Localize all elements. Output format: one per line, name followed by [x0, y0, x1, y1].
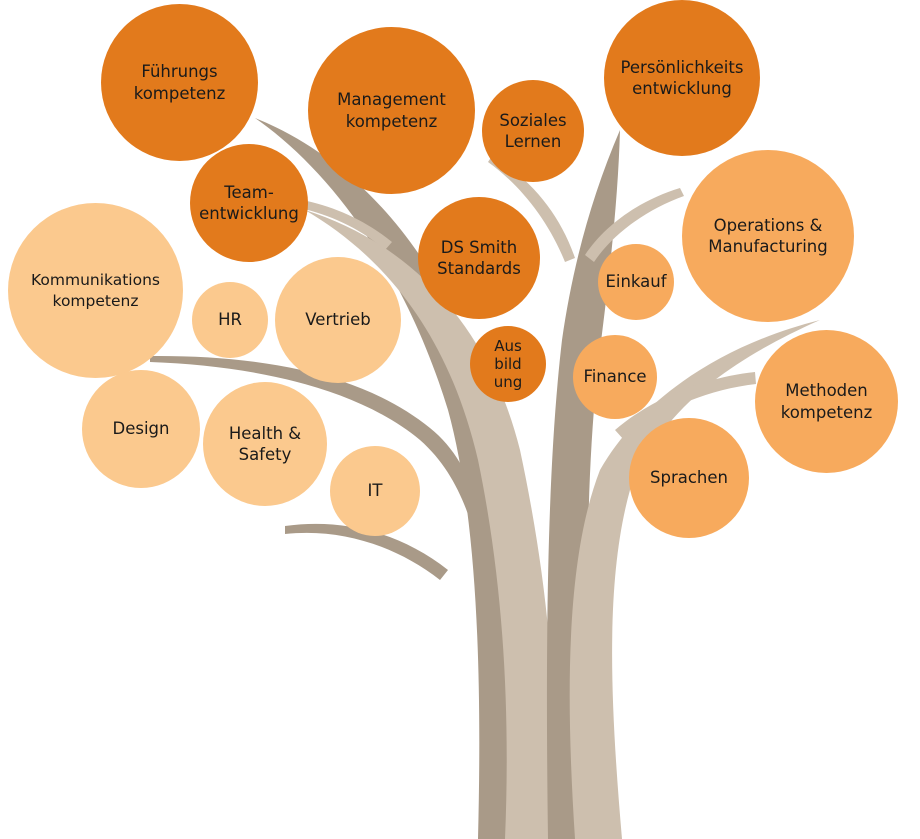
branch-einkauf: [585, 188, 684, 262]
bubble-label: Finance: [583, 367, 647, 387]
bubble-label: Aus bild ung: [493, 337, 523, 391]
bubble-fuehrungskompetenz: Führungs kompetenz: [101, 4, 258, 161]
bubble-label: Soziales Lernen: [499, 110, 567, 151]
bubble-teamentwicklung: Team- entwicklung: [190, 144, 308, 262]
bubble-operations-manufacturing: Operations & Manufacturing: [682, 150, 854, 322]
branch-team: [300, 200, 392, 250]
bubble-label: IT: [367, 481, 383, 501]
bubble-label: Sprachen: [650, 468, 728, 488]
bubble-label: Führungs kompetenz: [133, 62, 226, 103]
bubble-label: Persönlichkeits entwicklung: [620, 57, 744, 98]
trunk-strand-middle: [546, 130, 620, 839]
bubble-label: HR: [218, 310, 242, 330]
bubble-kommunikationskompetenz: Kommunikations kompetenz: [8, 203, 183, 378]
bubble-managementkompetenz: Management kompetenz: [308, 27, 475, 194]
bubble-design: Design: [82, 370, 200, 488]
bubble-ausbildung: Aus bild ung: [470, 326, 546, 402]
bubble-label: Einkauf: [605, 272, 667, 292]
bubble-label: Methoden kompetenz: [780, 381, 873, 422]
bubble-label: DS Smith Standards: [437, 237, 521, 278]
bubble-label: Design: [112, 419, 170, 439]
bubble-ds-smith-standards: DS Smith Standards: [418, 197, 540, 319]
bubble-health-safety: Health & Safety: [203, 382, 327, 506]
bubble-soziales-lernen: Soziales Lernen: [482, 80, 584, 182]
bubble-label: Operations & Manufacturing: [708, 215, 828, 256]
bubble-label: Management kompetenz: [337, 90, 446, 131]
branch-soziales: [488, 156, 575, 262]
bubble-label: Health & Safety: [228, 423, 302, 464]
bubble-methodenkompetenz: Methoden kompetenz: [755, 330, 898, 473]
trunk-strand-center: [305, 210, 555, 839]
bubble-einkauf: Einkauf: [598, 244, 674, 320]
bubble-label: Kommunikations kompetenz: [31, 271, 160, 310]
bubble-hr: HR: [192, 282, 268, 358]
bubble-persoenlichkeitsentwicklung: Persönlichkeits entwicklung: [604, 0, 760, 156]
bubble-finance: Finance: [573, 335, 657, 419]
bubble-vertrieb: Vertrieb: [275, 257, 401, 383]
bubble-sprachen: Sprachen: [629, 418, 749, 538]
bubble-label: Vertrieb: [305, 310, 371, 330]
bubble-label: Team- entwicklung: [199, 182, 299, 223]
bubble-it: IT: [330, 446, 420, 536]
branch-finance: [615, 372, 756, 440]
trunk-strand-right: [569, 320, 820, 839]
